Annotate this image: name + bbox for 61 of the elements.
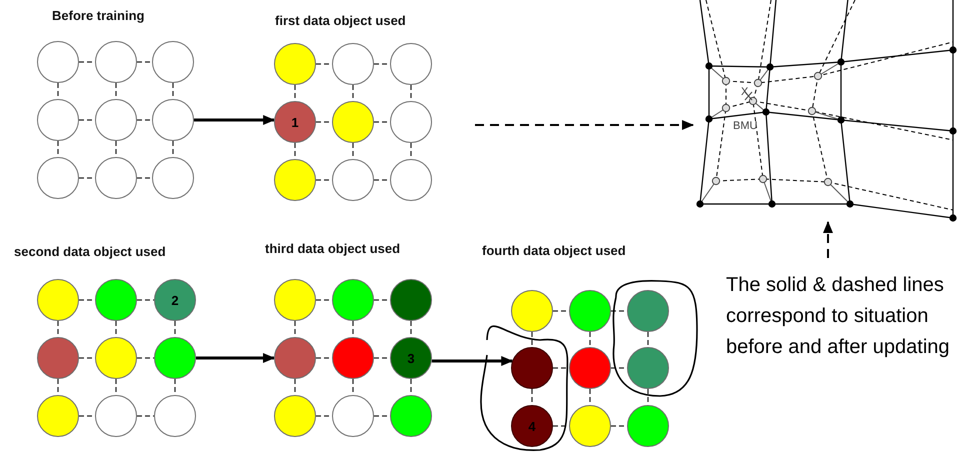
arrow (475, 120, 694, 130)
neuron-circle (274, 101, 316, 143)
arrow (196, 353, 275, 363)
neuron-circle (511, 405, 553, 447)
neuron-circle (390, 337, 432, 379)
neuron-circle (390, 395, 432, 437)
grid-title: first data object used (275, 13, 406, 28)
neuron-circle (569, 405, 611, 447)
neuron-circle (95, 337, 137, 379)
neuron-circle (154, 279, 196, 321)
neuron-circle (154, 337, 196, 379)
neuron-circle (95, 279, 137, 321)
neuron-circle (154, 395, 196, 437)
neuron-circle (390, 101, 432, 143)
neuron-circle (627, 290, 669, 332)
neuron-circle (274, 159, 316, 201)
node-number: 1 (291, 116, 299, 128)
neuron-circle (332, 395, 374, 437)
arrow (823, 221, 833, 258)
neuron-circle (627, 405, 669, 447)
note-text: The solid & dashed lines correspond to situation before and after updating (726, 273, 951, 360)
neuron-circle (274, 43, 316, 85)
neuron-circle (511, 290, 553, 332)
neuron-circle (37, 337, 79, 379)
grid-title: second data object used (14, 244, 166, 259)
neuron-circle (511, 347, 553, 389)
neuron-circle (95, 157, 137, 199)
neuron-circle (37, 157, 79, 199)
neuron-circle (37, 279, 79, 321)
neuron-circle (37, 41, 79, 83)
node-number: 4 (528, 420, 536, 432)
neuron-circle (152, 157, 194, 199)
neuron-circle (152, 41, 194, 83)
neuron-circle (627, 347, 669, 389)
neuron-circle (332, 279, 374, 321)
arrow (432, 356, 514, 366)
neuron-circle (274, 395, 316, 437)
grid-title: third data object used (265, 241, 400, 256)
neuron-circle (152, 99, 194, 141)
neuron-circle (95, 41, 137, 83)
neuron-circle (332, 43, 374, 85)
drawing-label: BMU (733, 120, 758, 132)
neuron-circle (37, 395, 79, 437)
neuron-circle (332, 159, 374, 201)
neuron-circle (569, 347, 611, 389)
neuron-circle (332, 101, 374, 143)
node-number: 2 (171, 294, 179, 306)
arrow (194, 115, 276, 125)
grid-title: Before training (52, 8, 144, 23)
neuron-circle (390, 279, 432, 321)
neuron-circle (390, 159, 432, 201)
neuron-circle (37, 99, 79, 141)
grid-title: fourth data object used (482, 243, 626, 258)
neuron-circle (95, 99, 137, 141)
neuron-circle (95, 395, 137, 437)
neuron-circle (569, 290, 611, 332)
neuron-circle (390, 43, 432, 85)
node-number: 3 (407, 352, 415, 364)
neuron-circle (332, 337, 374, 379)
neuron-circle (274, 279, 316, 321)
neuron-circle (274, 337, 316, 379)
